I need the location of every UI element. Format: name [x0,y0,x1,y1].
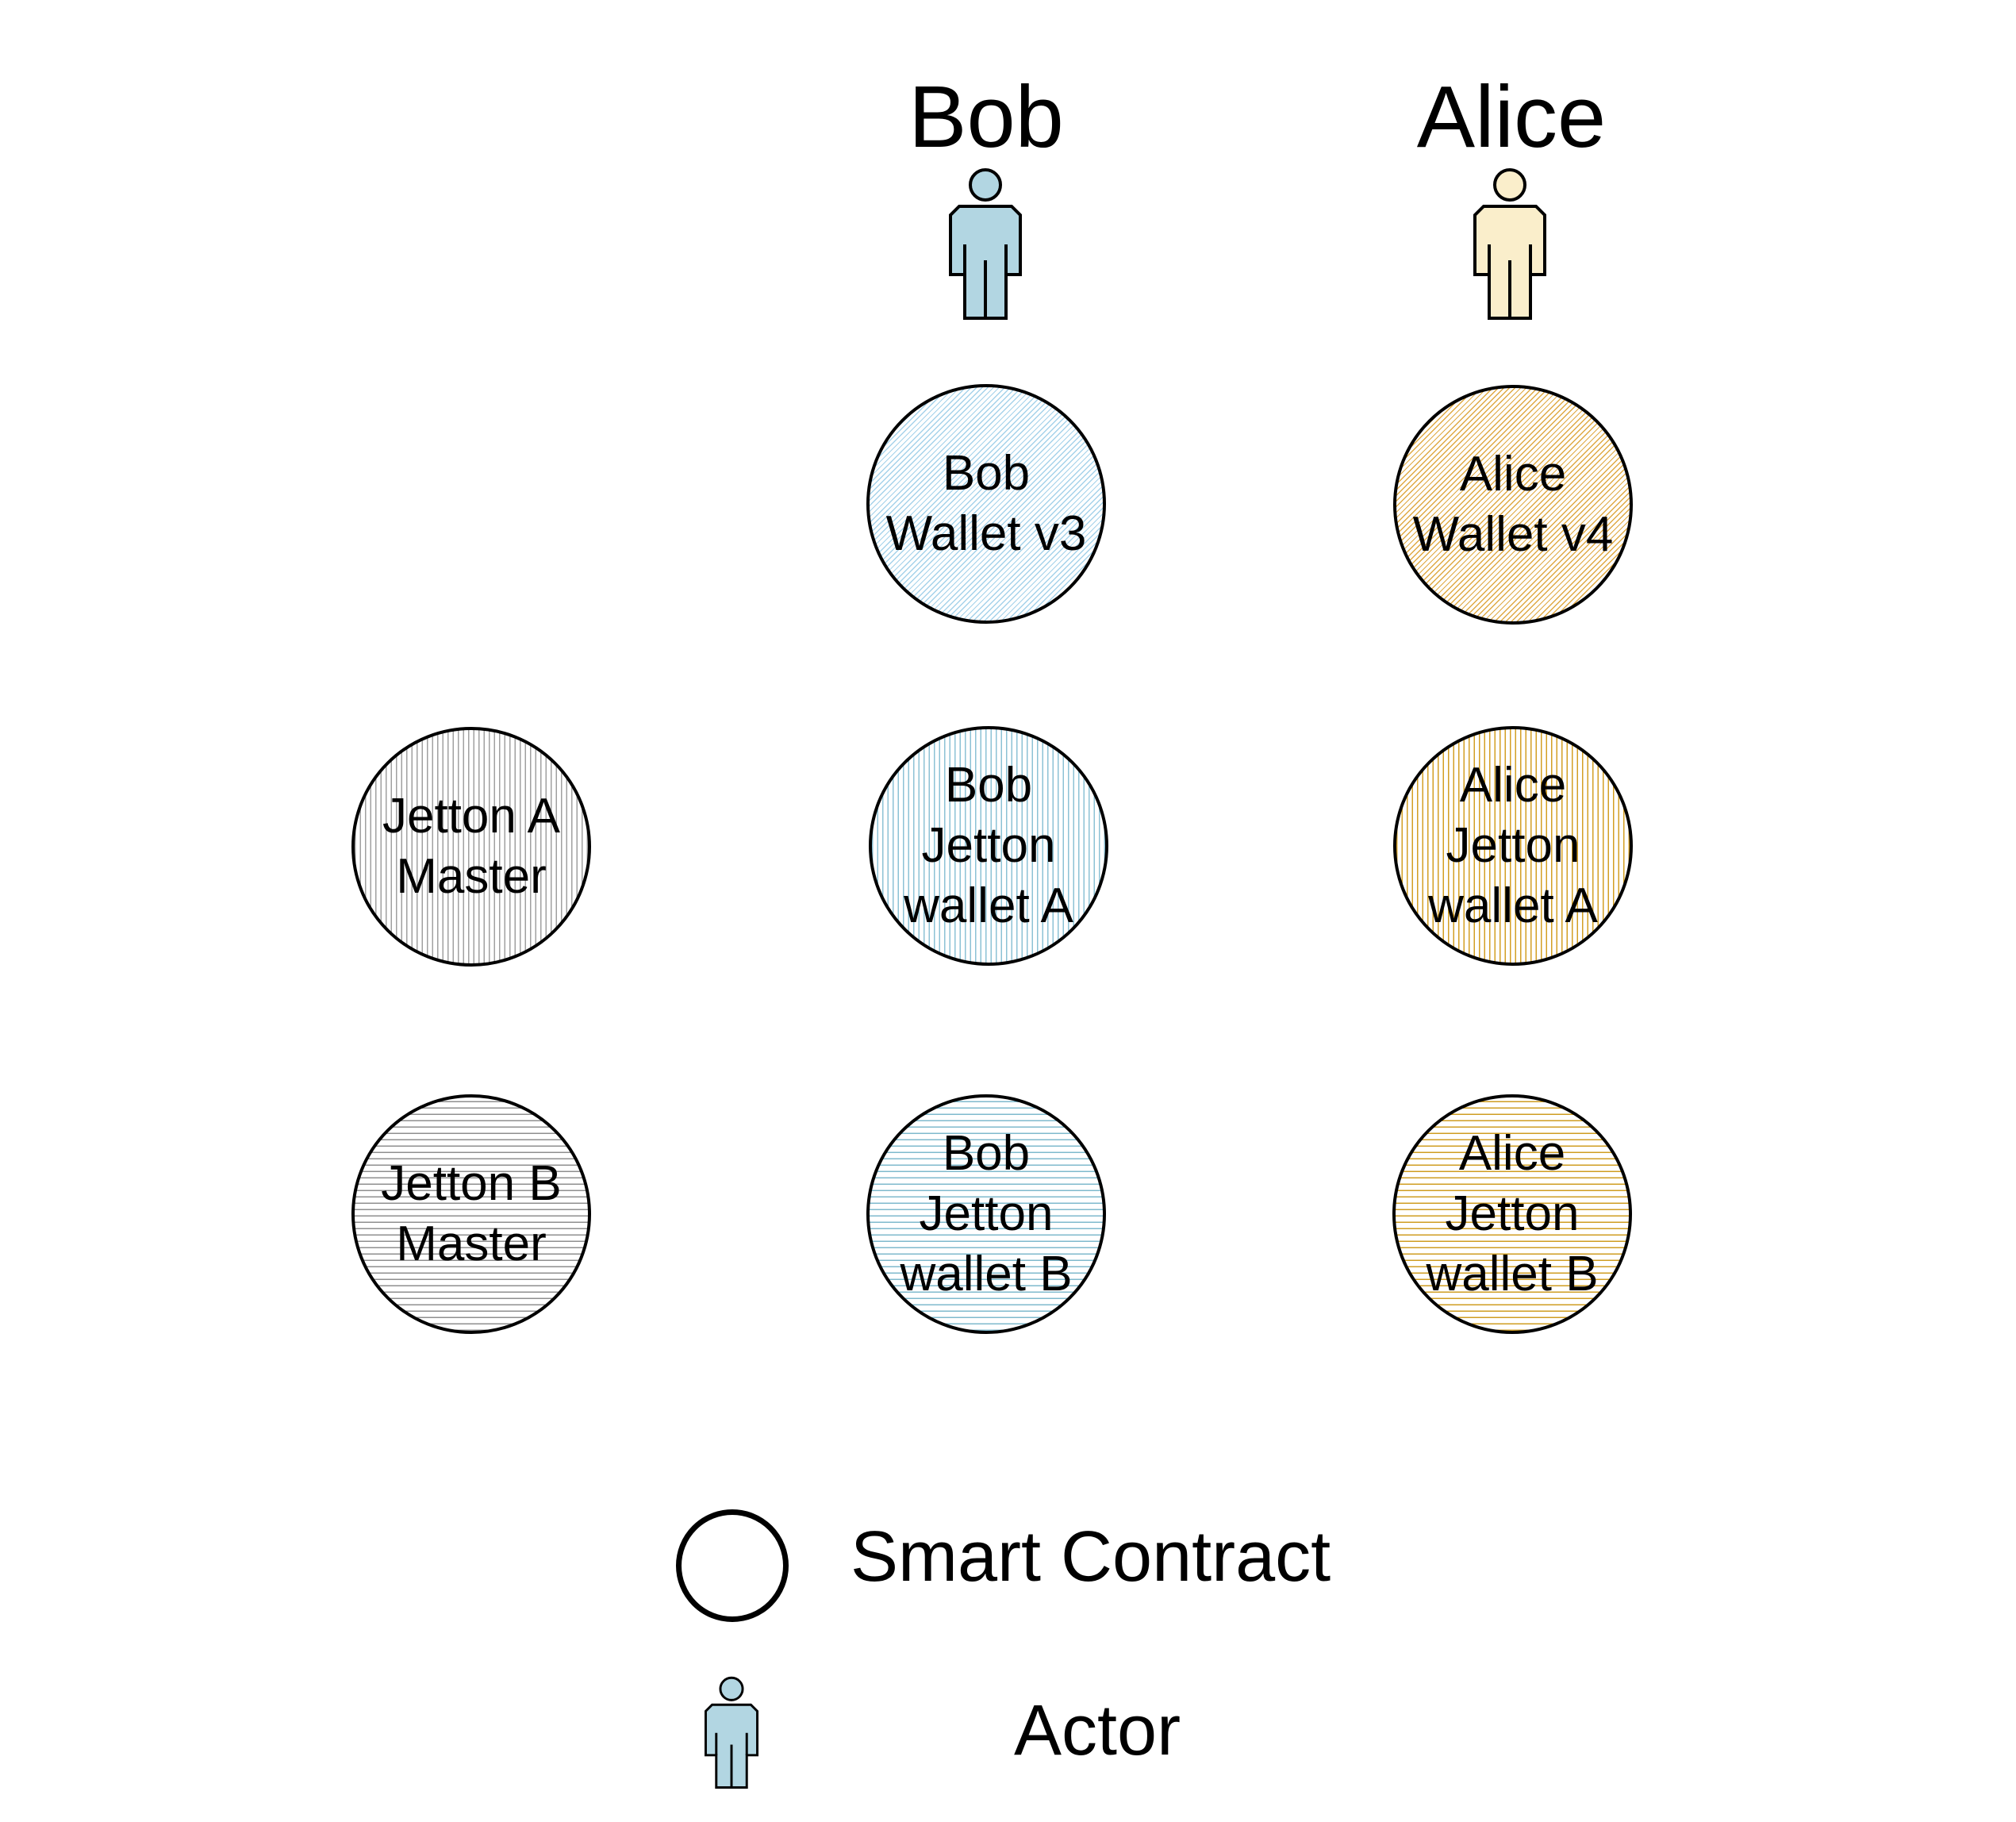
node-label: Jetton B Master [381,1156,562,1271]
node-alice-jetton-wallet-a: Alice Jetton wallet A [1393,726,1633,966]
node-label: Alice Jetton wallet B [1426,1126,1599,1301]
node-jetton-a-master: Jetton A Master [351,727,591,967]
node-label: Alice Wallet v4 [1412,447,1614,562]
actor-title-alice: Alice [1416,68,1607,166]
node-label: Bob Wallet v3 [885,446,1087,561]
alice-person-icon [1473,168,1546,320]
bob-person-icon [949,168,1022,320]
node-alice-jetton-wallet-b: Alice Jetton wallet B [1392,1094,1632,1334]
node-bob-jetton-wallet-b: Bob Jetton wallet B [866,1094,1106,1334]
node-jetton-b-master: Jetton B Master [351,1094,591,1334]
legend-smart-contract-icon [676,1509,789,1622]
legend-smart-contract-label: Smart Contract [851,1517,1331,1597]
legend-actor-icon [705,1676,758,1789]
node-label: Jetton A Master [382,789,561,904]
node-bob-jetton-wallet-a: Bob Jetton wallet A [869,726,1108,966]
node-bob-wallet-v3: Bob Wallet v3 [866,384,1106,624]
node-label: Alice Jetton wallet A [1428,758,1598,933]
node-alice-wallet-v4: Alice Wallet v4 [1393,385,1633,625]
legend-actor-label: Actor [1014,1691,1181,1770]
actor-title-bob: Bob [908,68,1064,166]
node-label: Bob Jetton wallet A [904,758,1073,933]
node-label: Bob Jetton wallet B [900,1126,1073,1301]
